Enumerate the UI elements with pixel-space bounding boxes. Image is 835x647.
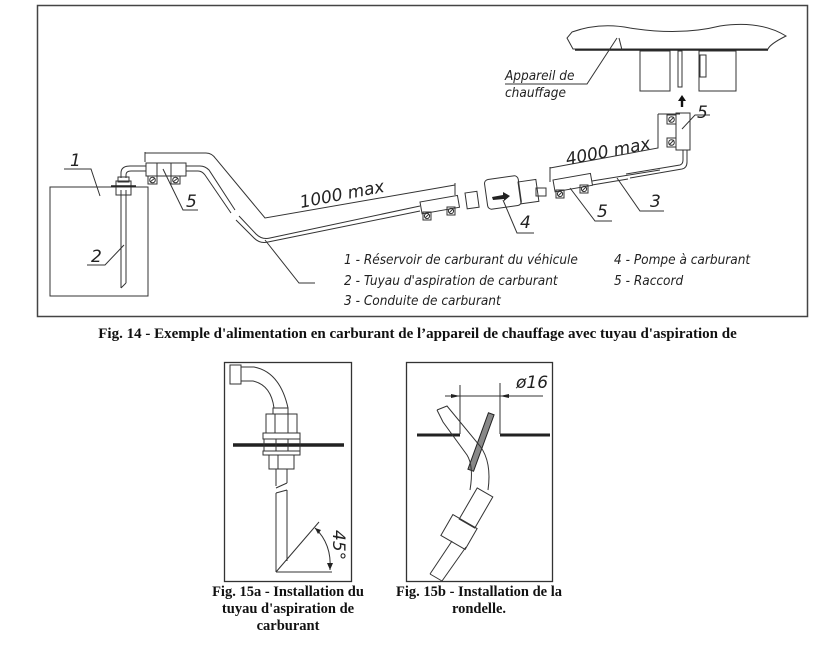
dim-1000-label: 1000 max [298, 177, 387, 213]
connector-mid [419, 194, 461, 221]
connector-right [552, 172, 594, 199]
svg-text:1: 1 [70, 151, 81, 171]
connector-left [145, 162, 187, 185]
heater [566, 23, 788, 92]
fig15b-drawing: ø16 [405, 361, 554, 583]
dim-4000-label: 4000 max [564, 134, 653, 170]
fig14-drawing: 1000 max 4000 max [36, 4, 809, 318]
svg-text:3: 3 [650, 192, 661, 212]
legend-item-3: 3 - Conduite de carburant [344, 293, 502, 309]
svg-text:4: 4 [520, 213, 531, 233]
suction-pipe [111, 165, 146, 289]
figure-14: 1000 max 4000 max [0, 0, 835, 320]
washer [467, 412, 495, 472]
legend-item-2: 2 - Tuyau d'aspiration de carburant [344, 273, 559, 289]
fig15a-frame [223, 361, 353, 583]
callout-3 [264, 239, 315, 284]
callout-2: 2 [87, 244, 125, 267]
fig15a-caption: Fig. 15a - Installation du tuyau d'aspir… [212, 584, 364, 634]
fuel-line-left [186, 165, 421, 243]
fuel-tank [49, 186, 149, 297]
callout-4: 4 [502, 199, 534, 234]
svg-text:2: 2 [91, 247, 102, 267]
svg-text:5: 5 [597, 202, 608, 222]
legend-item-4: 4 - Pompe à carburant [614, 252, 751, 268]
fig15a-drawing: 45° [223, 361, 353, 583]
fuel-line-right [591, 150, 688, 186]
fuel-pump [464, 175, 547, 210]
angle-label: 45° [328, 530, 348, 560]
diameter-label: ø16 [515, 373, 548, 393]
callout-5-left: 5 [162, 168, 198, 212]
legend-item-1: 1 - Réservoir de carburant du véhicule [344, 252, 578, 268]
dimension-1000 [144, 152, 456, 219]
svg-text:5: 5 [186, 192, 197, 212]
fig14-caption: Fig. 14 - Exemple d'alimentation en carb… [98, 326, 737, 342]
callout-3-right: 3 [616, 177, 664, 212]
fig15b-frame [405, 361, 554, 583]
figure-15b: ø16 [0, 350, 835, 590]
connector-heater [666, 95, 691, 151]
fig14-legend: 1 - Réservoir de carburant du véhicule 2… [344, 252, 751, 309]
callout-5-right: 5 [569, 187, 612, 222]
svg-text:5: 5 [697, 103, 708, 123]
fig14-frame [36, 4, 809, 318]
fig15b-caption: Fig. 15b - Installation de la rondelle. [396, 584, 562, 617]
figure-15a: 45° [0, 350, 835, 590]
heater-label-2: chauffage [505, 85, 566, 101]
callout-1: 1 [64, 151, 101, 197]
heater-label-1: Appareil de [504, 68, 574, 84]
callout-5-top: 5 [681, 103, 710, 130]
heater-leader [505, 37, 618, 85]
legend-item-5: 5 - Raccord [614, 273, 683, 289]
